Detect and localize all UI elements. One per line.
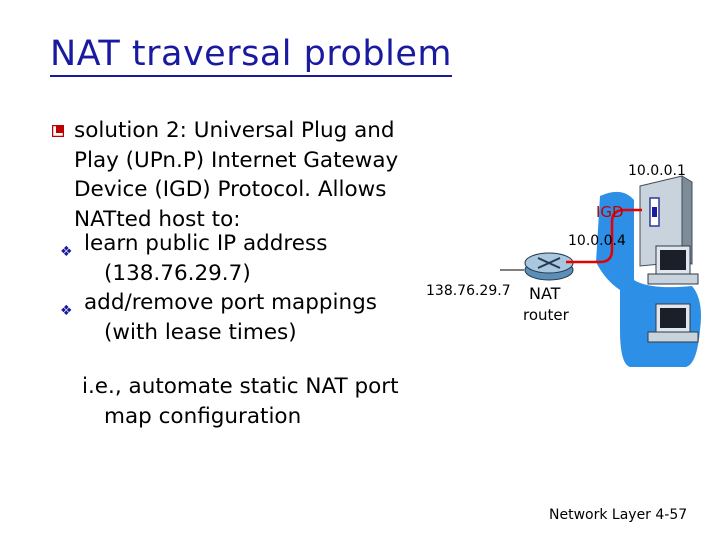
- subbullet-port-mappings: ❖ add/remove port mappings (with lease t…: [60, 288, 377, 347]
- footer-page-number: Network Layer 4-57: [549, 507, 688, 523]
- subbullet-line: add/remove port mappings: [84, 290, 377, 315]
- subbullet-learn-ip: ❖ learn public IP address (138.76.29.7): [60, 229, 328, 288]
- bullet-line: Device (IGD) Protocol. Allows: [74, 177, 387, 202]
- diamond-bullet-icon: ❖: [60, 303, 73, 319]
- subbullet-line: (with lease times): [104, 319, 297, 345]
- igd-label: IGD: [596, 203, 624, 221]
- router-label-router: router: [523, 306, 569, 324]
- subbullet-line: (138.76.29.7): [104, 260, 251, 286]
- igd-server-icon: [639, 175, 693, 267]
- summary-line: i.e., automate static NAT port: [82, 374, 399, 399]
- router-inside-ip-label: 10.0.0.4: [568, 233, 626, 249]
- igd-ip-label: 10.0.0.1: [628, 163, 686, 179]
- subbullet-line: learn public IP address: [84, 231, 328, 256]
- red-link: [566, 208, 642, 264]
- bullet-line: NATted host to:: [74, 206, 241, 232]
- nat-router-icon: [524, 252, 574, 281]
- bullet-line: Play (UPn.P) Internet Gateway: [74, 147, 399, 173]
- summary-text: i.e., automate static NAT port map confi…: [82, 372, 442, 432]
- checkbox-bullet-icon: [52, 125, 64, 137]
- bullet-line: solution 2: Universal Plug and: [74, 118, 395, 143]
- host-computer-icon-2: [647, 303, 699, 343]
- summary-line: map configuration: [104, 404, 302, 429]
- bullet-solution-2: solution 2: Universal Plug and Play (UPn…: [52, 116, 434, 234]
- diamond-bullet-icon: ❖: [60, 244, 73, 260]
- page-title: NAT traversal problem: [50, 36, 452, 77]
- host-computer-icon-1: [647, 245, 699, 285]
- router-label-nat: NAT: [529, 284, 561, 303]
- public-ip-label: 138.76.29.7: [426, 283, 511, 299]
